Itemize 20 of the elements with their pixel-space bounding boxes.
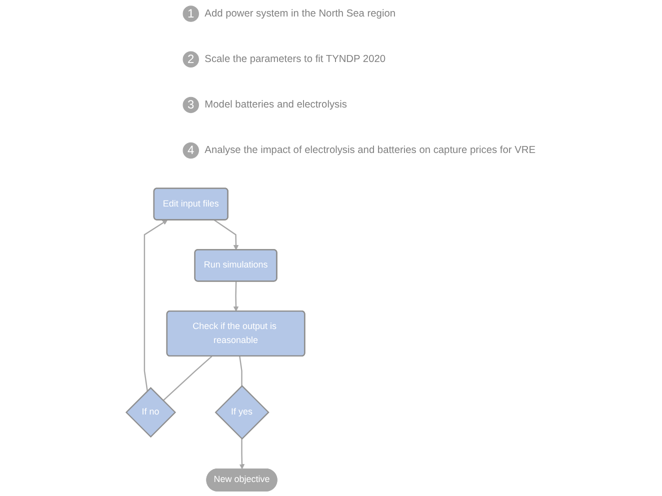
step-number: 4 xyxy=(188,142,194,160)
step-text: Add power system in the North Sea region xyxy=(204,8,396,20)
arrow xyxy=(233,281,239,312)
step-text: Analyse the impact of electrolysis and batteries on capture prices for VRE xyxy=(204,145,536,156)
node-label: Check if the output is reasonable xyxy=(192,320,278,347)
node-label: Edit input files xyxy=(162,197,219,211)
arrow xyxy=(144,220,168,392)
node-label: If yes xyxy=(231,406,252,419)
step-number: 3 xyxy=(188,97,194,114)
node-label: Run simulations xyxy=(204,258,268,272)
connector xyxy=(239,356,242,386)
connector xyxy=(162,356,212,402)
step-number: 1 xyxy=(188,6,194,22)
step-number: 2 xyxy=(188,52,194,68)
step-text: Scale the parameters to fit TYNDP 2020 xyxy=(204,54,386,66)
arrow xyxy=(239,438,245,470)
arrow xyxy=(214,220,239,250)
node-label: If no xyxy=(142,406,160,419)
node-label: New objective xyxy=(214,473,270,487)
step-text: Model batteries and electrolysis xyxy=(204,100,347,111)
